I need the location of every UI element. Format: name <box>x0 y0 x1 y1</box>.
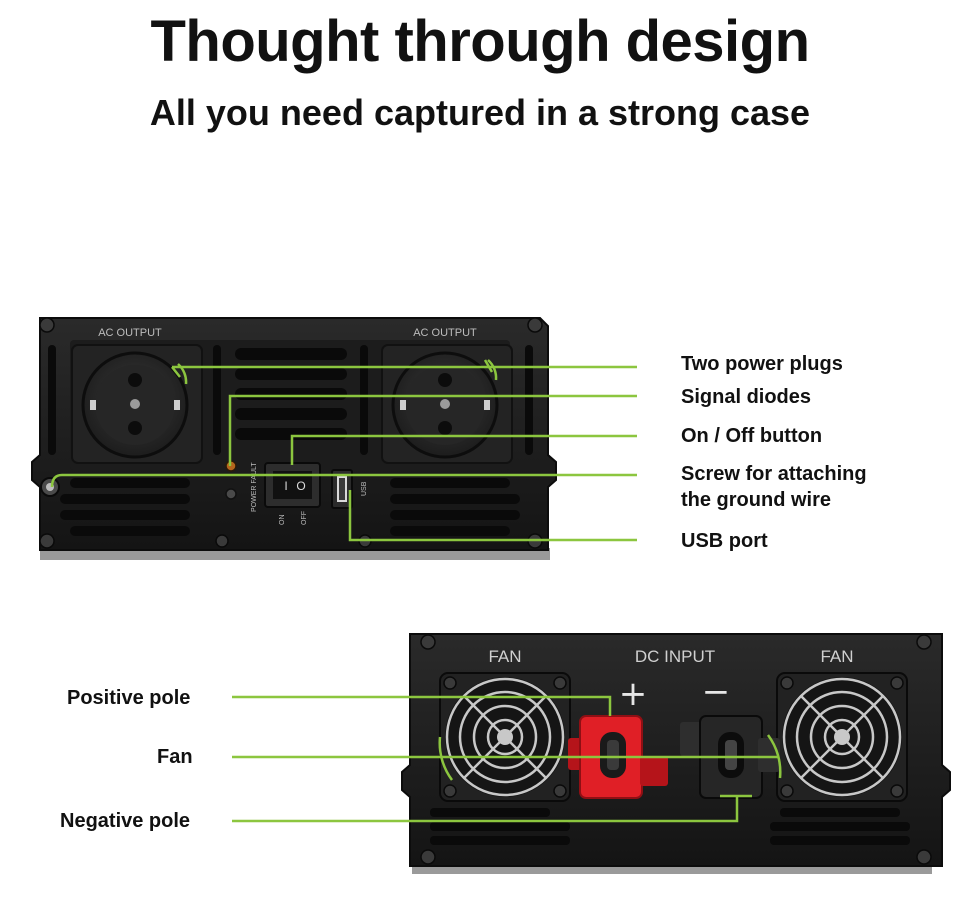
fan-label-right: FAN <box>820 647 853 666</box>
on-off-switch[interactable]: I O <box>264 462 321 508</box>
arc-fan-left <box>438 736 454 781</box>
ac-socket-right <box>391 351 499 459</box>
dc-input-label: DC INPUT <box>635 647 715 666</box>
leader-ground-screw <box>50 473 637 488</box>
usb-port[interactable] <box>331 469 353 509</box>
switch-off-glyph: O <box>296 479 305 493</box>
callout-negative-pole: Negative pole <box>60 810 191 832</box>
switch-on-glyph: I <box>284 479 287 493</box>
leader-negative-pole <box>232 794 752 823</box>
callout-on-off-button: On / Off button <box>681 425 823 447</box>
usb-label: USB <box>361 481 368 496</box>
rear-panel: FAN FAN DC INPUT + − <box>401 633 951 874</box>
arc-fan-right <box>766 734 782 779</box>
fan-label-left: FAN <box>488 647 521 666</box>
minus-sign: − <box>702 672 731 712</box>
ground-screw <box>40 477 60 497</box>
fan-right <box>776 672 908 802</box>
plus-sign: + <box>619 674 648 714</box>
front-vents-lower <box>60 478 520 536</box>
rear-screws <box>420 634 932 865</box>
leader-power-plugs <box>171 365 637 378</box>
leader-power-plugs-right-arc <box>483 359 494 373</box>
switch-on-label: ON <box>279 515 286 526</box>
arc-socket-left <box>177 363 188 385</box>
front-callout-lines <box>50 359 637 542</box>
leader-on-off <box>290 434 637 465</box>
leader-positive-pole <box>232 695 612 716</box>
front-panel: AC OUTPUT AC OUTPUT POWER FAULT I O ON O… <box>31 317 557 560</box>
callout-two-power-plugs: Two power plugs <box>681 353 843 375</box>
power-fault-label: POWER FAULT <box>251 462 258 512</box>
fan-left <box>439 672 571 802</box>
leader-signal-diodes <box>228 394 637 466</box>
ac-output-label-right: AC OUTPUT <box>413 327 477 339</box>
signal-diode-fault <box>225 488 237 500</box>
arc-socket-right <box>487 359 498 381</box>
rear-vents-lower <box>430 808 910 845</box>
callout-ground-screw-line2: the ground wire <box>681 489 831 511</box>
callout-fan: Fan <box>157 746 193 768</box>
page-title: Thought through design <box>150 9 810 74</box>
switch-off-label: OFF <box>301 511 308 525</box>
rear-callout-lines <box>232 695 782 823</box>
callout-ground-screw-line1: Screw for attaching <box>681 463 867 485</box>
callout-usb-port: USB port <box>681 530 768 552</box>
ac-socket-left <box>81 351 189 459</box>
callout-positive-pole: Positive pole <box>67 687 191 709</box>
callout-signal-diodes: Signal diodes <box>681 386 812 408</box>
page-subtitle: All you need captured in a strong case <box>149 92 811 133</box>
ac-output-label-left: AC OUTPUT <box>98 327 162 339</box>
leader-usb <box>348 490 637 542</box>
